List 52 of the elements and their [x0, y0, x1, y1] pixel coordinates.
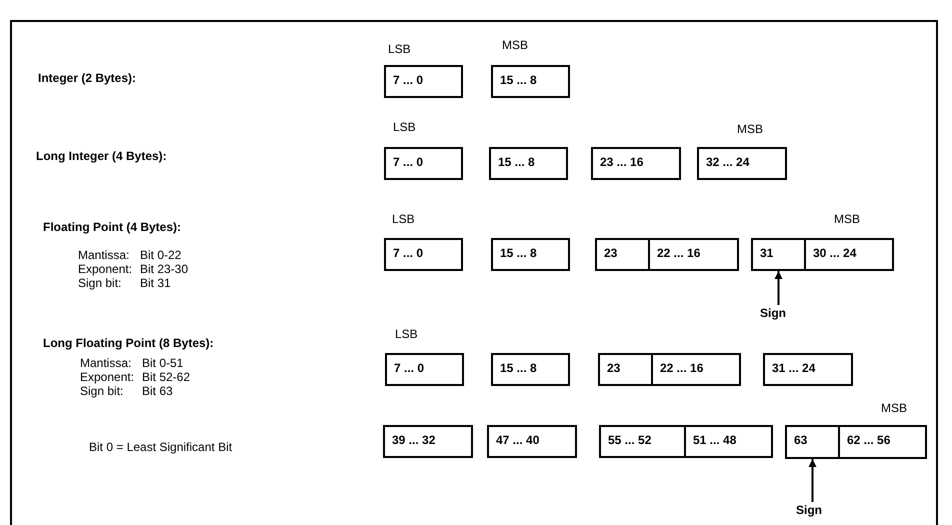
bit-range-cell: 62 ... 56	[838, 425, 927, 459]
bit-range-cell: 39 ... 32	[383, 425, 473, 458]
label-text: MSB	[502, 38, 528, 52]
row-heading: Integer (2 Bytes):	[38, 71, 136, 85]
bit-range-cell: 30 ... 24	[804, 238, 894, 271]
label-text: Exponent:	[78, 262, 132, 276]
row-heading: Long Floating Point (8 Bytes):	[43, 336, 214, 350]
bit-range-cell: 7 ... 0	[384, 65, 463, 98]
label-text: MSB	[834, 212, 860, 226]
label-text: Exponent:	[80, 370, 134, 384]
label-text: Mantissa:	[80, 356, 132, 370]
label-text: Sign bit:	[80, 384, 124, 398]
bit-range-cell: 47 ... 40	[487, 425, 577, 458]
arrow	[808, 459, 816, 502]
label-text: LSB	[393, 120, 416, 134]
bit-range-cell: 15 ... 8	[491, 65, 570, 98]
label-text: MSB	[737, 122, 764, 136]
label-text: Sign bit:	[78, 276, 122, 290]
bit-range-cell: 23	[595, 238, 650, 271]
bit-range-cell: 7 ... 0	[384, 238, 463, 271]
label-text: Bit 0 = Least Significant Bit	[89, 440, 232, 454]
bit-range-cell: 15 ... 8	[491, 238, 570, 271]
label-text: LSB	[392, 212, 415, 226]
label-text: Bit 0-22	[140, 248, 182, 262]
bit-range-cell: 23 ... 16	[591, 147, 681, 180]
label-text: Bit 63	[142, 384, 173, 398]
label-text: Mantissa:	[78, 248, 130, 262]
bit-range-cell: 7 ... 0	[384, 147, 463, 180]
sign-label: Sign	[760, 306, 786, 320]
label-text: LSB	[395, 327, 418, 341]
sign-label: Sign	[796, 503, 822, 517]
label-text: Bit 52-62	[142, 370, 190, 384]
bit-range-cell: 31	[751, 238, 806, 271]
bit-range-cell: 55 ... 52	[599, 425, 686, 458]
row-heading: Long Integer (4 Bytes):	[36, 149, 167, 163]
bit-range-cell: 7 ... 0	[385, 353, 464, 386]
bit-range-cell: 23	[598, 353, 653, 386]
label-text: LSB	[388, 42, 411, 56]
label-text: Bit 31	[140, 276, 171, 290]
bit-range-cell: 32 ... 24	[697, 147, 787, 180]
bit-range-cell: 22 ... 16	[651, 353, 741, 386]
row-heading: Floating Point (4 Bytes):	[43, 220, 181, 234]
bit-range-cell: 15 ... 8	[489, 147, 568, 180]
label-text: Bit 23-30	[140, 262, 188, 276]
label-text: MSB	[881, 401, 908, 415]
bit-range-cell: 15 ... 8	[491, 353, 570, 386]
label-text: Bit 0-51	[142, 356, 184, 370]
bit-range-cell: 63	[785, 425, 840, 459]
bit-range-cell: 22 ... 16	[648, 238, 739, 271]
bit-range-cell: 51 ... 48	[684, 425, 773, 458]
arrow	[774, 271, 782, 305]
bit-range-cell: 31 ... 24	[763, 353, 853, 386]
